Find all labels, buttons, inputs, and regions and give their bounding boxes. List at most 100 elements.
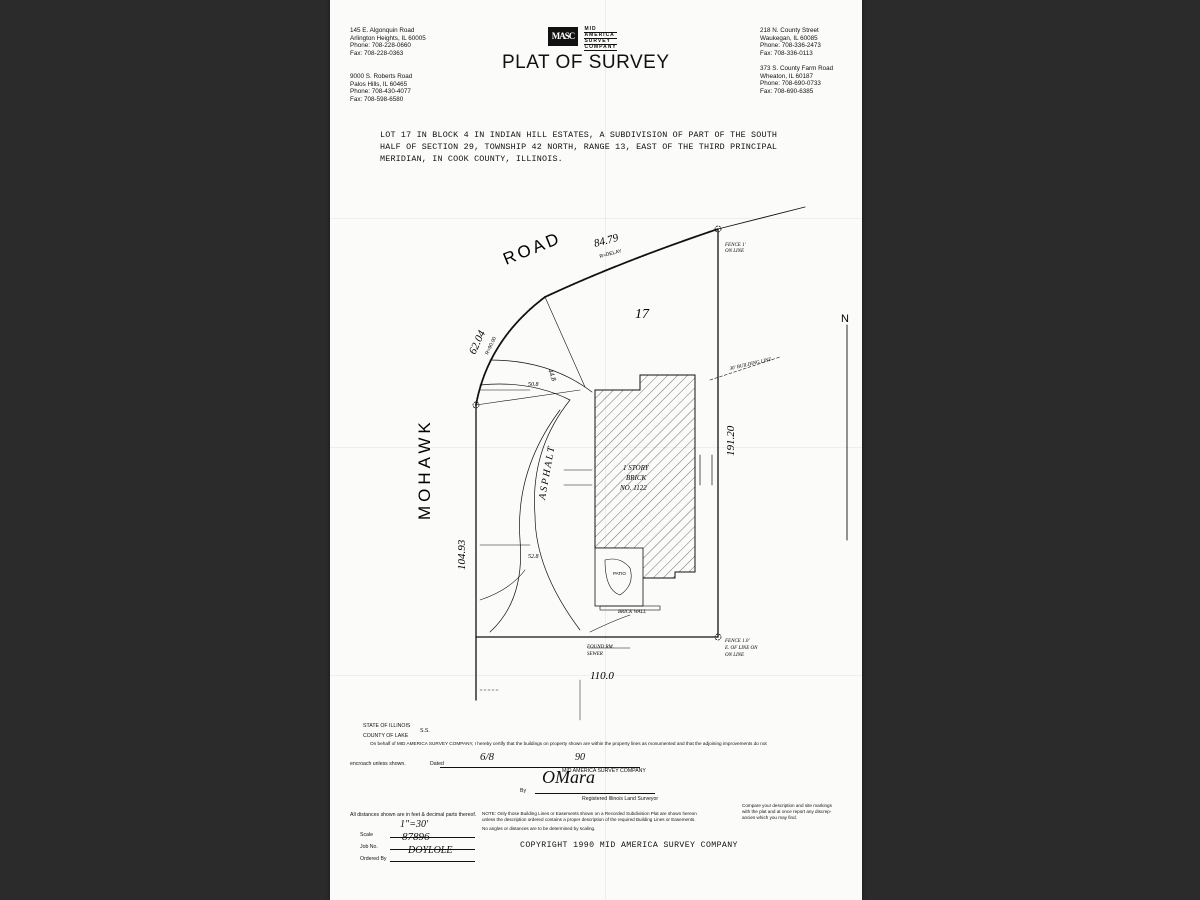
address-line: Phone: 708-336-2473 — [760, 42, 821, 50]
legal-line: LOT 17 IN BLOCK 4 IN INDIAN HILL ESTATES… — [380, 130, 778, 140]
driveway-label: ASPHALT — [537, 444, 558, 502]
house-label-line: NO. 1122 — [619, 484, 647, 492]
plat-drawing: ROAD MOHAWK 17 84.79 R=DELAY 62.04 R=90.… — [415, 206, 849, 721]
office-wheaton: 373 S. County Farm Road Wheaton, IL 6018… — [760, 65, 833, 95]
job-label: Job No. — [360, 844, 378, 850]
radial-line — [475, 389, 581, 406]
logo-line: MID — [584, 27, 617, 33]
road-label-west: MOHAWK — [415, 418, 434, 520]
dimension-50-8: 50.8 — [528, 382, 539, 388]
office-waukegan: 218 N. County Street Waukegan, IL 60085 … — [760, 27, 821, 57]
address-line: Waukegan, IL 60085 — [760, 34, 818, 42]
note-line: unless the description ordered contains … — [482, 817, 696, 822]
address-line: 218 N. County Street — [760, 27, 819, 34]
logo-line: AMERICA — [584, 32, 617, 39]
arc-length: 84.79 — [593, 232, 620, 250]
fence-se-label: FENCE 1.0' — [724, 639, 750, 644]
driveway-edge — [489, 409, 561, 633]
house-label-line: BRICK — [626, 474, 647, 482]
patio-area — [594, 547, 644, 607]
south-dimension: 110.0 — [590, 670, 614, 682]
corner-arc — [475, 296, 546, 406]
address-line: Phone: 708-228-0660 — [350, 42, 411, 50]
building-line-label: 30' BUILDING LINE — [729, 357, 772, 371]
north-label: N — [841, 313, 849, 325]
survey-sheet: 145 E. Algonquin Road Arlington Heights,… — [330, 0, 862, 900]
easement-label: SEWER — [587, 652, 603, 657]
address-line: 9000 S. Roberts Road — [350, 73, 413, 80]
house-label-line: 1 STORY — [623, 464, 650, 472]
note-line: NOTE: Only those Building Lines or Easem… — [482, 811, 697, 816]
driveway-edge — [479, 383, 581, 631]
east-dimension: 191.20 — [725, 425, 737, 456]
arc-radius: R=DELAY — [599, 248, 623, 260]
ordered-line — [390, 861, 475, 862]
surveyor-signature: OMara — [542, 767, 595, 787]
address-line: Arlington Heights, IL 60005 — [350, 34, 426, 42]
logo-line: COMPANY — [584, 44, 617, 51]
dated-year: 90 — [575, 752, 585, 763]
fence-se-label: ON LINE — [725, 653, 744, 658]
address-line: Wheaton, IL 60187 — [760, 72, 813, 80]
scale-value: 1"=30' — [400, 819, 429, 830]
corner-arc-note: R=90.00 — [484, 336, 498, 356]
dated-label: Dated — [430, 761, 444, 767]
dimension-44: 44.8 — [546, 368, 558, 383]
dimension-52-8: 52.8 — [528, 554, 539, 560]
patio-shape — [604, 558, 632, 596]
brick-wall-label: BRICK WALL — [618, 610, 646, 615]
company-logo: MASC MID AMERICA SURVEY COMPANY — [548, 27, 617, 51]
signature-line — [535, 793, 655, 794]
compare-line: with the plat and at once report any dis… — [742, 809, 832, 814]
copyright-line: COPYRIGHT 1990 MID AMERICA SURVEY COMPAN… — [520, 841, 738, 850]
address-line: Fax: 708-336-0113 — [760, 49, 813, 57]
north-arc-line — [544, 228, 719, 298]
note-line: No angles or distances are to be determi… — [482, 826, 596, 831]
cert-statement: On behalf of MID AMERICA SURVEY COMPANY,… — [370, 741, 767, 746]
scale-label: Scale — [360, 832, 373, 838]
fold-line — [330, 218, 862, 219]
address-line: Palos Hills, IL 60465 — [350, 80, 408, 88]
address-line: Fax: 708-228-0363 — [350, 49, 404, 57]
address-line: Phone: 708-430-4077 — [350, 88, 411, 96]
dated-value: 6/8 — [480, 751, 495, 763]
address-line: 373 S. County Farm Road — [760, 65, 834, 72]
patio-label: PATIO — [613, 571, 626, 576]
fence-se-label: E. OF LINE ON — [724, 646, 758, 651]
corner-marker — [472, 401, 480, 409]
logo-text: MID AMERICA SURVEY COMPANY — [584, 27, 617, 51]
address-line: 145 E. Algonquin Road — [350, 27, 415, 34]
dated-line — [440, 767, 640, 768]
cert-county: COUNTY OF LAKE — [363, 733, 409, 739]
fold-line — [330, 675, 862, 676]
radial-line — [544, 296, 586, 388]
company-label: MID AMERICA SURVEY COMPANY — [562, 768, 646, 774]
brick-wall — [599, 605, 661, 611]
office-palos-hills: 9000 S. Roberts Road Palos Hills, IL 604… — [350, 73, 412, 103]
easement-label: FOUND RM. — [586, 645, 614, 650]
fence-ne-label: FENCE 1' — [724, 243, 747, 248]
west-dimension: 104.93 — [456, 539, 468, 570]
job-line — [390, 849, 475, 850]
compare-line: ancies which you may find. — [742, 815, 797, 820]
corner-marker — [714, 633, 722, 641]
distances-note: All distances shown are in feet & decima… — [350, 812, 477, 818]
logo-line: SURVEY — [584, 39, 617, 45]
legal-line: HALF OF SECTION 29, TOWNSHIP 42 NORTH, R… — [380, 142, 778, 152]
address-line: Fax: 708-690-6385 — [760, 87, 814, 95]
ordered-label: Ordered By — [360, 856, 387, 862]
cert-statement-2: encroach unless shown. — [350, 761, 406, 767]
office-arlington-heights: 145 E. Algonquin Road Arlington Heights,… — [350, 27, 426, 57]
cert-ss: S.S. — [420, 728, 430, 734]
cert-state: STATE OF ILLINOIS — [363, 723, 411, 729]
surveyor-title: Registered Illinois Land Surveyor — [582, 796, 659, 802]
road-label-north: ROAD — [500, 228, 564, 269]
address-line: Fax: 708-598-6580 — [350, 95, 404, 103]
compare-line: Compare your description and site markin… — [742, 803, 832, 808]
address-line: Phone: 708-690-0733 — [760, 80, 821, 88]
scale-line — [390, 837, 475, 838]
driveway-edge — [589, 614, 631, 633]
by-label: By — [520, 788, 527, 794]
logo-mark: MASC — [548, 27, 578, 46]
driveway-edge — [479, 569, 526, 601]
